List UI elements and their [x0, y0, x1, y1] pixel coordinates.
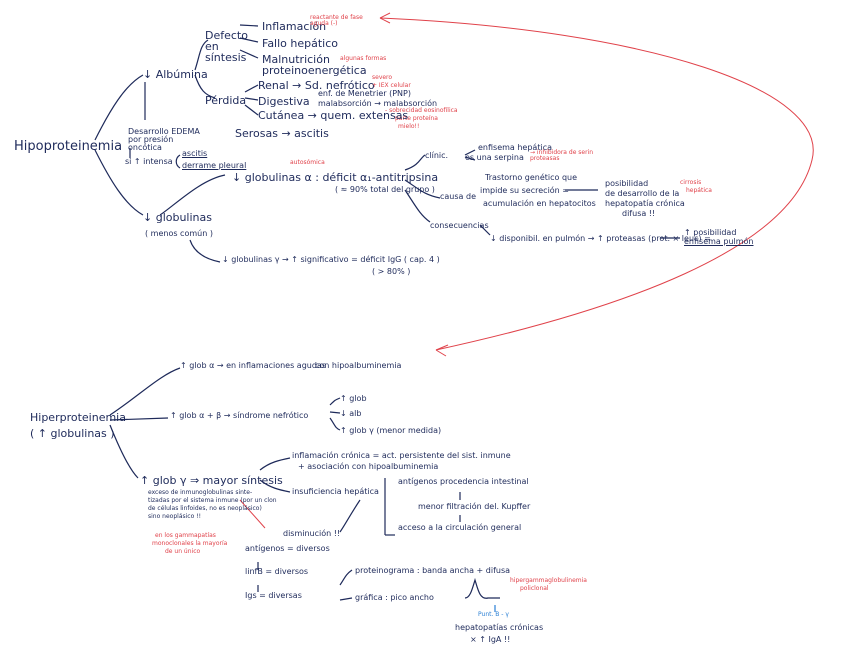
gamma-node: ↑ glob γ ⇒ mayor síntesis: [140, 474, 283, 487]
inflamacion-note: reactante de fase aguda (-): [310, 14, 363, 27]
posibilidad-1: posibilidad: [605, 179, 649, 188]
digestiva-note-3: mielo!!: [398, 123, 420, 130]
red-link-curve: [379, 17, 814, 351]
serosas-node: Serosas → ascitis: [235, 127, 329, 140]
perdida-node: Pérdida: [205, 94, 247, 107]
posibilidad-note-1: cirrosis: [680, 179, 702, 186]
branch-globulinas: [94, 149, 144, 216]
clinic-b: es una serpina: [465, 153, 524, 162]
renal-note-2: + IEX celular: [372, 82, 411, 89]
graph-note-1: hipergammaglobulinemia: [510, 577, 587, 584]
renal-node: Renal → Sd. nefrótico: [258, 79, 375, 92]
causa-text-3: acumulación en hepatocitos: [483, 199, 596, 208]
graph-note-2: policlonal: [520, 585, 549, 592]
posibilidad-4: difusa !!: [622, 209, 656, 218]
posibilidad-3: hepatopatía crónica: [605, 199, 685, 208]
proteinograma: proteinograma : banda ancha + difusa: [355, 566, 511, 575]
red-note-3: de un único: [165, 548, 201, 555]
inflamacion-node: Inflamación: [262, 20, 327, 33]
antigenos-a: antígenos procedencia intestinal: [398, 477, 529, 486]
gamma-desc-1: exceso de inmunoglobulinas sinte-: [148, 489, 253, 496]
inflamacion-cronica-2: + asociación con hipoalbuminemia: [298, 462, 439, 471]
hiperproteinemia-sub: ( ↑ globulinas ): [30, 427, 115, 440]
glob-gamma-pct: ( > 80% ): [372, 267, 411, 276]
malnutricion-note: algunas formas: [340, 55, 387, 62]
defecto-node: Defecto en síntesis: [205, 29, 248, 64]
cutanea-node: Cutánea → quem. extensas: [258, 109, 409, 122]
causa-text-1: Trastorno genético que: [485, 173, 578, 182]
nefro-a: ↑ glob: [340, 394, 367, 403]
alfa-beta-node: ↑ glob α + β → síndrome nefrótico: [170, 411, 309, 420]
alfa-with: con hipoalbuminemia: [315, 361, 402, 370]
insuficiencia-node: insuficiencia hepática: [292, 487, 379, 496]
antigenos-c: acceso a la circulación general: [398, 523, 522, 532]
hepato-2: × ↑ IgA !!: [470, 635, 511, 644]
posibilidad-2: de desarrollo de la: [605, 189, 680, 198]
hipoproteinemia-title: Hipoproteinemia: [14, 139, 123, 154]
red-note-2: monoclonales la mayoría: [152, 540, 228, 547]
clinic-a: enfisema hepática: [478, 143, 552, 152]
enfisema-1: ↑ posibilidad: [684, 228, 737, 237]
derrame-node: derrame pleural: [182, 161, 247, 170]
punt-node: Punt. B - γ: [478, 611, 509, 618]
renal-note-1: severo: [372, 74, 393, 81]
digestiva-b: malabsorción → malabsorción: [318, 99, 438, 108]
digestiva-node: Digestiva: [258, 95, 310, 108]
grafica: gráfica : pico ancho: [355, 593, 434, 602]
clinic-node: clínic.: [425, 151, 449, 160]
glob-alfa-node: ↓ globulinas α : déficit α₁-antitripsina: [232, 171, 439, 184]
glob-alfa-pct: ( ≈ 90% total del grupo ): [335, 185, 435, 194]
si-intensa: si ↑ intensa: [125, 157, 173, 166]
causa-text-2: impide su secreción =: [480, 186, 569, 195]
causa-node: causa de: [440, 192, 476, 201]
globulinas-node: ↓ globulinas: [143, 211, 212, 224]
posibilidad-note-2: hepática: [686, 187, 712, 194]
fallo-node: Fallo hepático: [262, 37, 339, 50]
inflamacion-cronica-1: inflamación crónica = act. persistente d…: [292, 451, 511, 460]
digestiva-note-1: - sobrecidad eosinofílica: [385, 107, 458, 114]
red-note-1: en los gammapatías: [155, 532, 216, 539]
digestiva-a: enf. de Menetrier (PNP): [318, 89, 411, 98]
enfisema-2: enfisema pulmón: [684, 237, 754, 246]
edema-node: Desarrollo EDEMA por presión oncótica: [128, 127, 200, 152]
nefro-b: ↓ alb: [340, 409, 362, 418]
clinic-b-note: → inhibidora de serin proteasas: [530, 149, 594, 162]
igs-node: Igs = diversas: [245, 591, 302, 600]
malnutricion-node: Malnutrición proteinoenergética: [262, 53, 367, 77]
hepato-1: hepatopatías crónicas: [455, 623, 544, 632]
dispo-node: ↓ disponibil. en pulmón → ↑ proteasas (p…: [490, 234, 711, 243]
antigenos-b: menor filtración del. Kupffer: [418, 502, 531, 511]
linfb-node: linfB = diversos: [245, 567, 309, 576]
gamma-desc-3: de células linfoides, no es neoplásico): [148, 505, 262, 512]
hiperproteinemia-title: Hiperproteinemia: [30, 411, 126, 424]
albumina-node: ↓ Albúmina: [143, 68, 208, 81]
branch-albumina: [94, 74, 144, 141]
alfa-node: ↑ glob α → en inflamaciones agudas: [180, 361, 327, 370]
glob-alfa-note: autosómica: [290, 159, 325, 166]
glob-gamma-node: ↓ globulinas γ → ↑ significativo = défic…: [222, 255, 440, 264]
ascitis-node: ascitis: [182, 149, 208, 158]
menos-comun: ( menos común ): [145, 229, 213, 238]
digestiva-note-2: parte proteína: [395, 115, 438, 122]
gamma-desc-2: tizadas por el sistema inmune (por un cl…: [148, 497, 277, 504]
consecuencias-node: consecuencias: [430, 221, 489, 230]
disminucion: disminución !!: [283, 529, 341, 538]
antigenos-node: antígenos = diversos: [245, 544, 330, 553]
nefro-c: ↑ glob γ (menor medida): [340, 426, 442, 435]
gamma-desc-4: sino neoplásico !!: [148, 513, 201, 520]
